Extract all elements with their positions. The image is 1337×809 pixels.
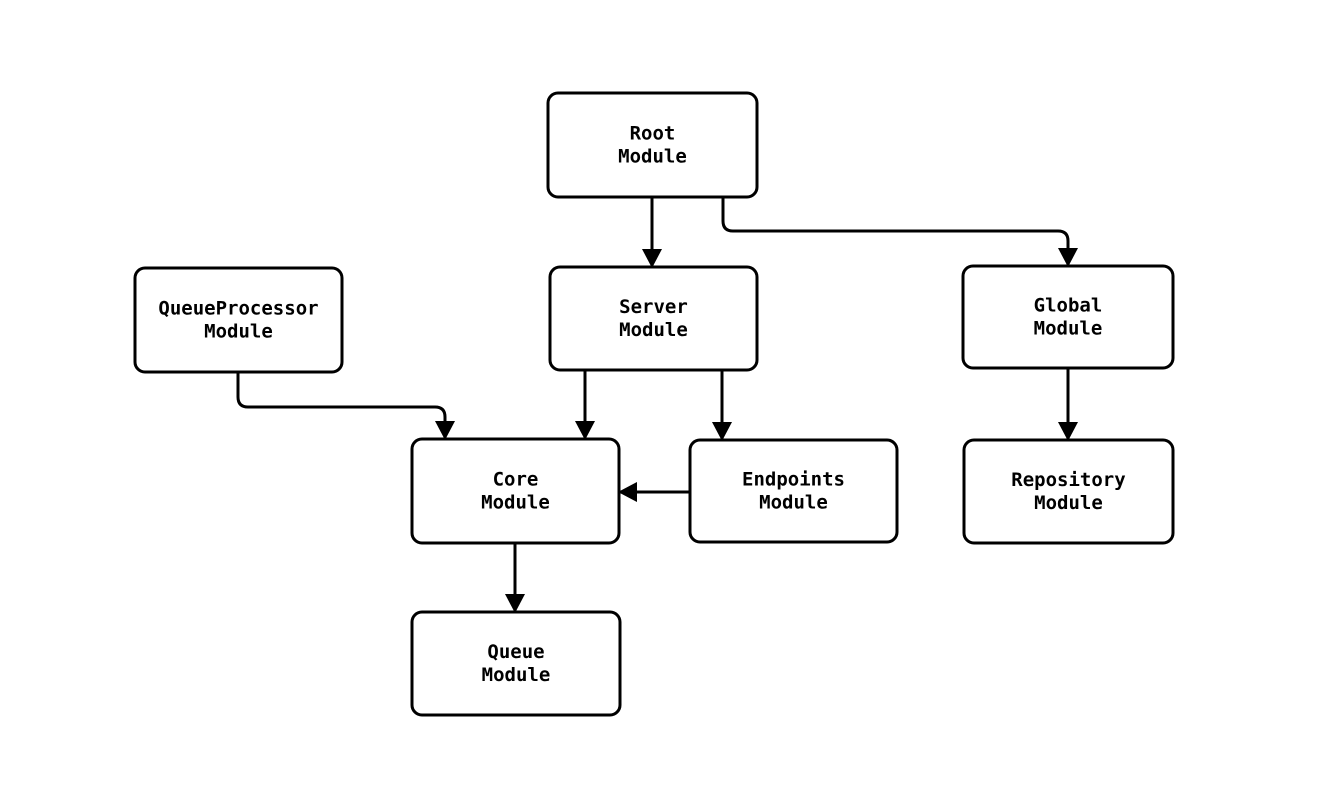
edge-queueprocessor-to-core [236, 372, 455, 440]
node-queueprocessor-box [133, 266, 344, 374]
node-server-box [548, 265, 759, 372]
node-queue-box [410, 610, 622, 717]
node-root-box [546, 91, 759, 199]
node-endpoints-box [688, 438, 899, 544]
node-core-box [410, 437, 621, 545]
node-global-box [961, 264, 1175, 370]
edges-layer [236, 197, 1078, 613]
node-repository-box [962, 438, 1175, 545]
edge-root-to-global [721, 197, 1078, 267]
